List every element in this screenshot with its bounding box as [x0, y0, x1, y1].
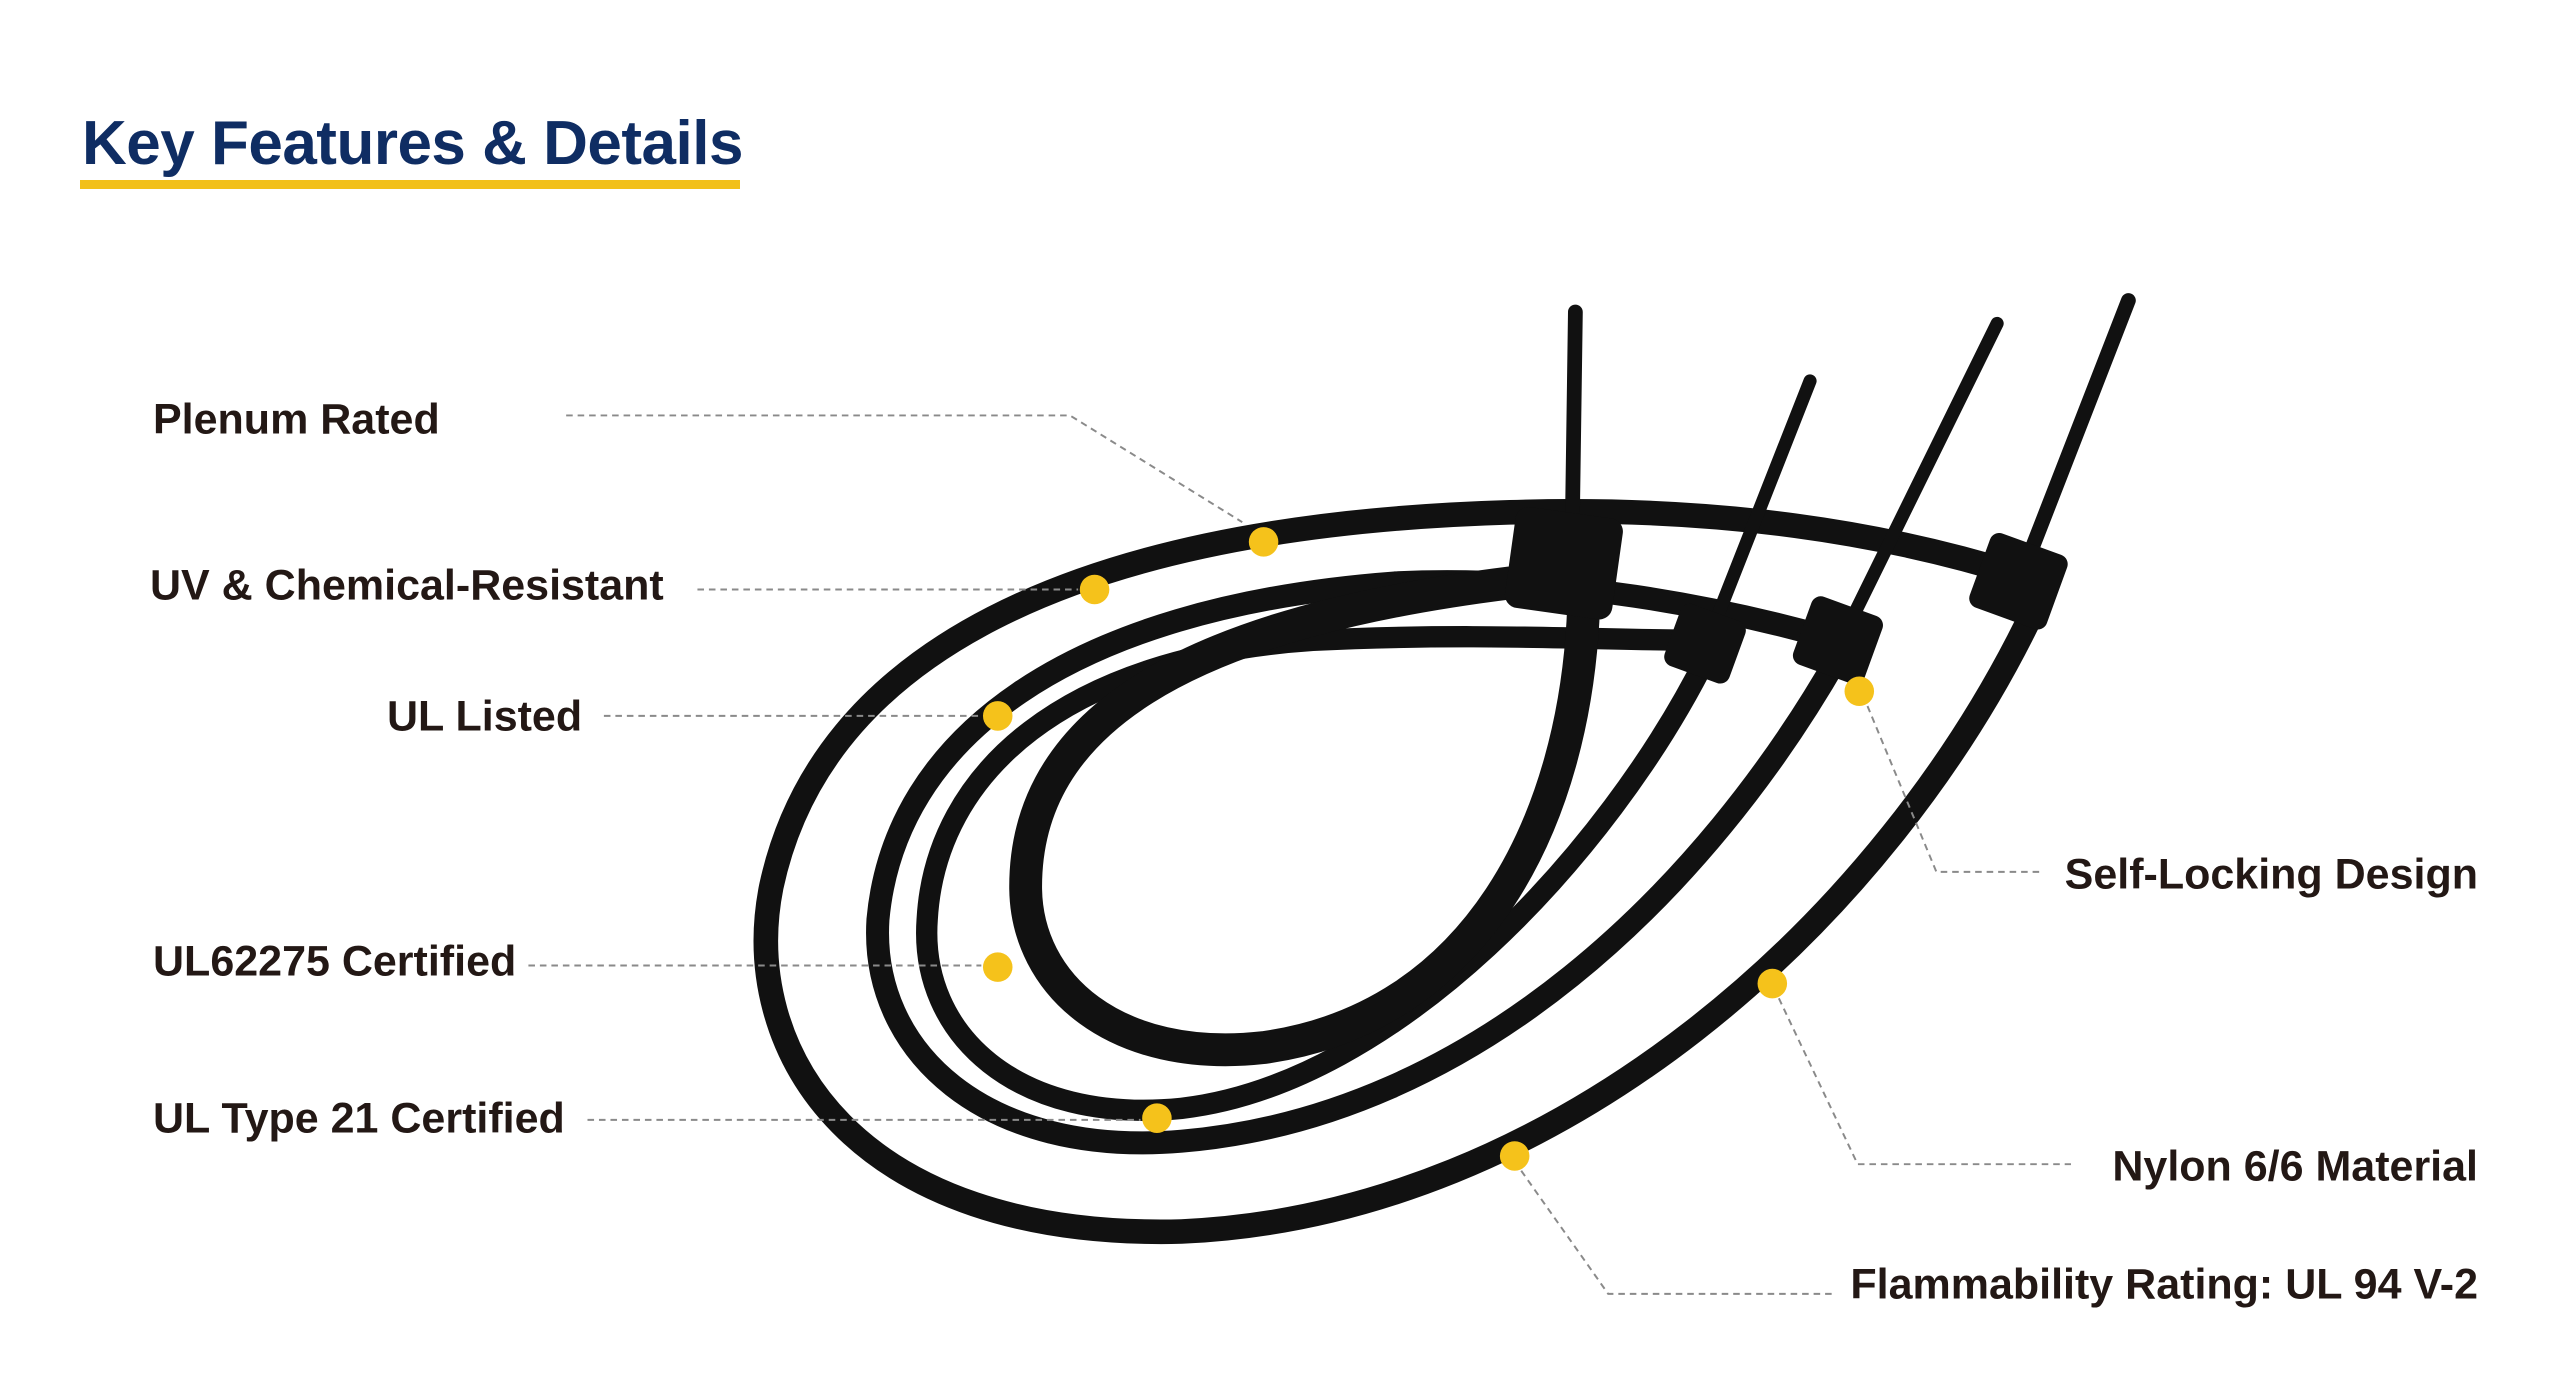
- cable-tie-1-tail: [2014, 293, 2136, 583]
- cable-tie-3-tail: [1700, 374, 1817, 651]
- leader-line-plenum: [566, 414, 1243, 523]
- cable-tie-4: [1009, 566, 1600, 1067]
- marker-dot-ul-listed: [982, 701, 1013, 731]
- cable-tie-1-head: [1969, 532, 2068, 630]
- feature-label-ul62275: UL62275 Certified: [153, 937, 517, 986]
- cable-tie-2-head: [1792, 596, 1883, 685]
- cable-tie-4-tail: [1564, 304, 1583, 550]
- marker-dot-flammability: [1499, 1141, 1530, 1171]
- marker-dot-self-locking: [1844, 676, 1875, 707]
- feature-label-nylon: Nylon 6/6 Material: [2112, 1142, 2478, 1191]
- feature-label-ul-listed: UL Listed: [387, 692, 583, 741]
- cable-tie-4-head: [1504, 506, 1623, 620]
- feature-label-flammability: Flammability Rating: UL 94 V-2: [1850, 1260, 2478, 1309]
- marker-dot-ul62275: [982, 952, 1013, 982]
- marker-dot-nylon: [1757, 968, 1788, 999]
- feature-label-ul-type21: UL Type 21 Certified: [153, 1094, 565, 1143]
- marker-dot-uv: [1079, 574, 1110, 605]
- leader-line-self-locking: [1866, 705, 2040, 873]
- title-underline: [80, 180, 740, 189]
- cable-tie-1: [753, 499, 2048, 1244]
- feature-label-plenum: Plenum Rated: [153, 395, 440, 444]
- leader-line-nylon: [1777, 997, 2071, 1166]
- marker-dot-plenum: [1248, 527, 1279, 557]
- cable-tie-2-tail: [1834, 316, 2004, 647]
- cable-tie-3-head: [1664, 603, 1746, 684]
- leader-line-flammability: [1520, 1170, 1835, 1295]
- marker-dot-ul-type21: [1142, 1103, 1172, 1133]
- page-title: Key Features & Details: [82, 109, 743, 178]
- feature-label-uv-chemical: UV & Chemical-Resistant: [150, 561, 664, 610]
- feature-label-self-locking: Self-Locking Design: [2064, 850, 2478, 899]
